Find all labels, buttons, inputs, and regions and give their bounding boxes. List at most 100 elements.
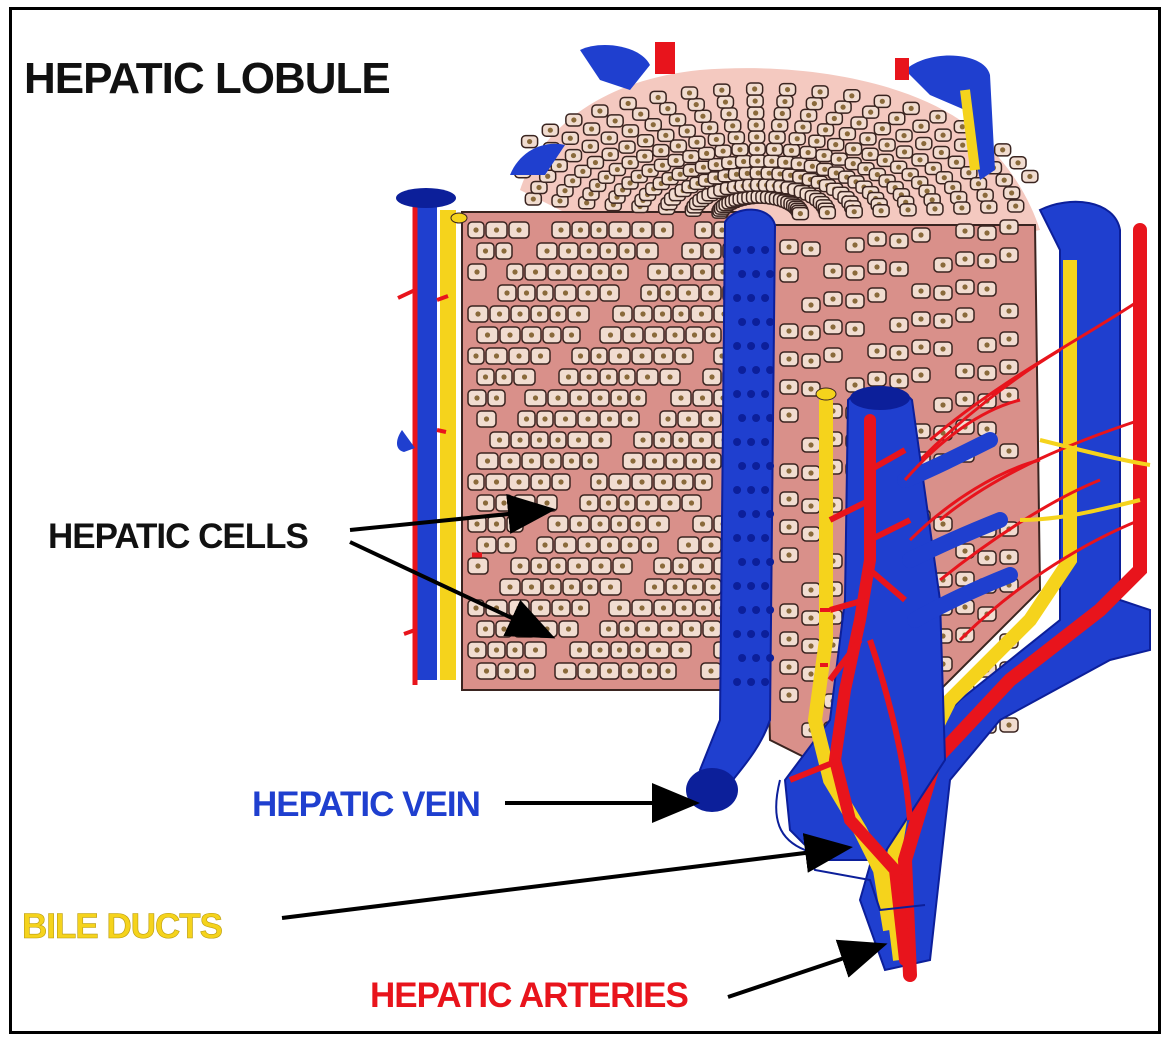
bile-ducts-arrow bbox=[282, 848, 845, 918]
cell-nucleus bbox=[658, 148, 663, 153]
cell-nucleus bbox=[661, 227, 666, 232]
cell-nucleus bbox=[962, 548, 967, 553]
cell-nucleus bbox=[1006, 554, 1011, 559]
cell-nucleus bbox=[808, 470, 813, 475]
cell-nucleus bbox=[544, 626, 549, 631]
cell-nucleus bbox=[808, 643, 813, 648]
cell-nucleus bbox=[645, 248, 650, 253]
cell-nucleus bbox=[667, 626, 672, 631]
vein-opening bbox=[761, 438, 769, 446]
cell-nucleus bbox=[549, 332, 554, 337]
cell-nucleus bbox=[537, 563, 542, 568]
cell-nucleus bbox=[692, 584, 697, 589]
cell-nucleus bbox=[710, 332, 715, 337]
vein-opening bbox=[738, 654, 746, 662]
cell-nucleus bbox=[940, 262, 945, 267]
cell-nucleus bbox=[940, 402, 945, 407]
cell-nucleus bbox=[617, 479, 622, 484]
cell-nucleus bbox=[786, 244, 791, 249]
cell-nucleus bbox=[566, 248, 571, 253]
cell-nucleus bbox=[700, 114, 705, 119]
cell-nucleus bbox=[585, 542, 590, 547]
cell-nucleus bbox=[1006, 308, 1011, 313]
cell-nucleus bbox=[606, 374, 611, 379]
cell-nucleus bbox=[755, 146, 760, 151]
cell-nucleus bbox=[504, 542, 509, 547]
cell-nucleus bbox=[598, 437, 603, 442]
cell-nucleus bbox=[485, 332, 490, 337]
vein-opening bbox=[752, 606, 760, 614]
left-portal-vein bbox=[415, 200, 437, 680]
cell-nucleus bbox=[868, 110, 873, 115]
cell-nucleus bbox=[786, 496, 791, 501]
cell-nucleus bbox=[537, 437, 542, 442]
cell-nucleus bbox=[940, 318, 945, 323]
cell-nucleus bbox=[917, 157, 922, 162]
cell-nucleus bbox=[832, 116, 837, 121]
vein-opening bbox=[747, 246, 755, 254]
vein-opening bbox=[747, 390, 755, 398]
cell-nucleus bbox=[688, 154, 693, 159]
cell-nucleus bbox=[542, 542, 547, 547]
cell-nucleus bbox=[808, 386, 813, 391]
cell-nucleus bbox=[942, 175, 947, 180]
cell-nucleus bbox=[874, 348, 879, 353]
cell-nucleus bbox=[909, 106, 914, 111]
hepatic-vein-label: HEPATIC VEIN bbox=[252, 785, 480, 824]
cell-nucleus bbox=[675, 117, 680, 122]
cell-nucleus bbox=[596, 227, 601, 232]
cell-nucleus bbox=[613, 118, 618, 123]
cell-nucleus bbox=[624, 500, 629, 505]
cell-nucleus bbox=[548, 128, 553, 133]
cell-nucleus bbox=[685, 128, 690, 133]
left-face-sinusoids bbox=[462, 212, 744, 690]
cell-nucleus bbox=[473, 353, 478, 358]
left-bile-duct bbox=[440, 210, 456, 680]
cell-nucleus bbox=[902, 149, 907, 154]
cell-nucleus bbox=[660, 437, 665, 442]
cell-nucleus bbox=[678, 269, 683, 274]
cell-nucleus bbox=[628, 160, 633, 165]
cell-nucleus bbox=[538, 479, 543, 484]
cell-nucleus bbox=[555, 521, 560, 526]
cell-nucleus bbox=[531, 196, 536, 201]
cell-nucleus bbox=[786, 524, 791, 529]
cell-nucleus bbox=[940, 521, 945, 526]
cell-nucleus bbox=[558, 227, 563, 232]
hepatic-vein-opening bbox=[686, 768, 738, 812]
cell-nucleus bbox=[627, 668, 632, 673]
cell-nucleus bbox=[507, 458, 512, 463]
cell-nucleus bbox=[585, 668, 590, 673]
cell-nucleus bbox=[588, 144, 593, 149]
cell-nucleus bbox=[774, 135, 779, 140]
cell-nucleus bbox=[529, 332, 534, 337]
cell-nucleus bbox=[578, 605, 583, 610]
cell-nucleus bbox=[786, 552, 791, 557]
cell-nucleus bbox=[1002, 178, 1007, 183]
cell-nucleus bbox=[672, 458, 677, 463]
cell-nucleus bbox=[1006, 252, 1011, 257]
cell-nucleus bbox=[686, 290, 691, 295]
cell-nucleus bbox=[484, 542, 489, 547]
vein-opening bbox=[738, 462, 746, 470]
cell-nucleus bbox=[879, 208, 884, 213]
cell-nucleus bbox=[483, 500, 488, 505]
vein-opening bbox=[761, 582, 769, 590]
cell-nucleus bbox=[522, 374, 527, 379]
cell-nucleus bbox=[851, 161, 856, 166]
cell-nucleus bbox=[1027, 174, 1032, 179]
cell-nucleus bbox=[701, 605, 706, 610]
cell-nucleus bbox=[645, 626, 650, 631]
cell-nucleus bbox=[608, 152, 613, 157]
cell-nucleus bbox=[578, 353, 583, 358]
cell-nucleus bbox=[640, 311, 645, 316]
cell-nucleus bbox=[494, 479, 499, 484]
cell-nucleus bbox=[474, 269, 479, 274]
vein-opening bbox=[761, 678, 769, 686]
cell-nucleus bbox=[517, 437, 522, 442]
cell-nucleus bbox=[777, 171, 782, 176]
cell-nucleus bbox=[852, 270, 857, 275]
cell-nucleus bbox=[678, 395, 683, 400]
cell-nucleus bbox=[707, 125, 712, 130]
